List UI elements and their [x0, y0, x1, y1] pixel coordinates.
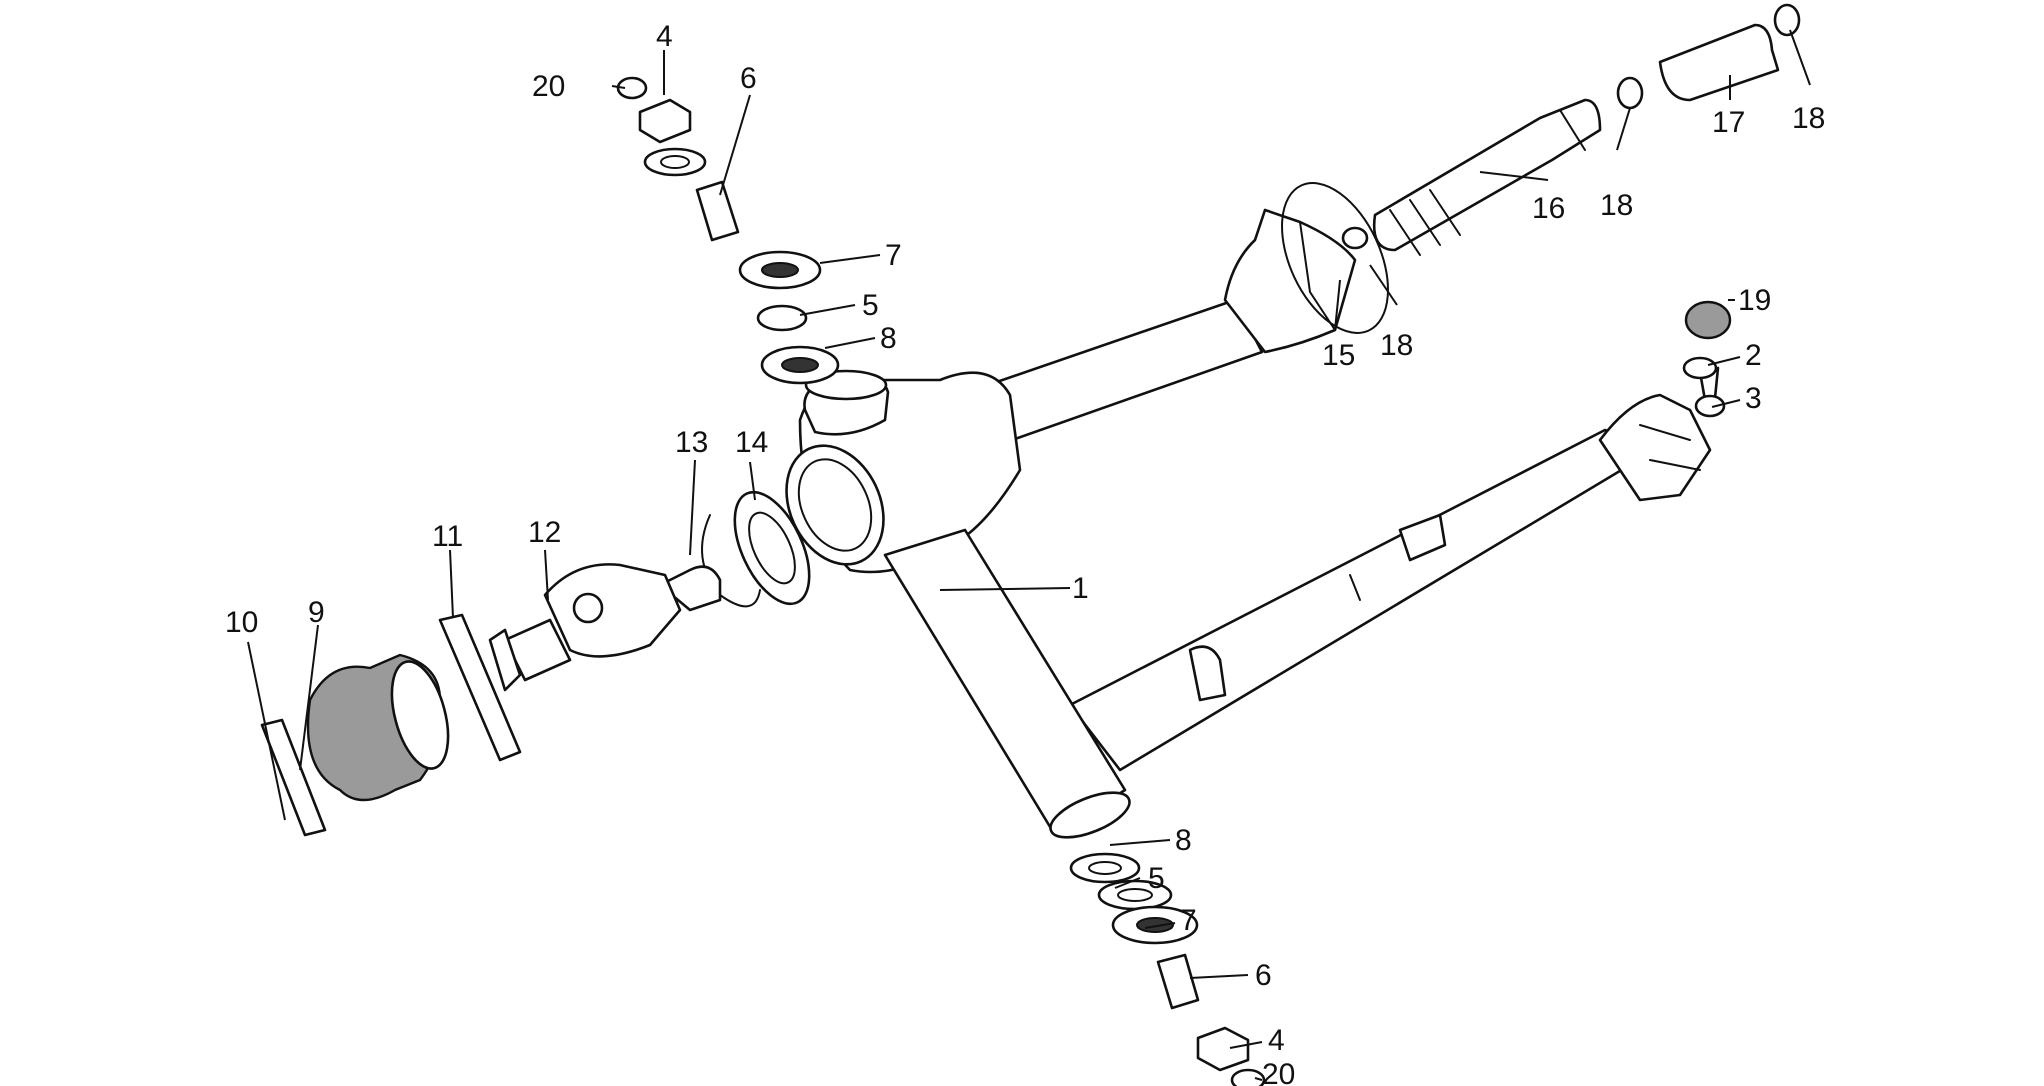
callout-18-c: 18 — [1792, 102, 1825, 135]
callout-19: 19 — [1738, 284, 1771, 317]
callout-7-top: 7 — [885, 239, 902, 272]
leader-lines — [247, 29, 1811, 1081]
callout-18-a: 18 — [1380, 329, 1413, 362]
callout-7-bottom: 7 — [1180, 904, 1197, 937]
upper-pivot-stack — [616, 76, 840, 385]
callout-8-top: 8 — [880, 322, 897, 355]
callout-2: 2 — [1745, 339, 1762, 372]
callout-5-top: 5 — [862, 289, 879, 322]
callout-labels: 1 2 3 4 4 5 5 6 6 7 7 8 8 9 10 11 12 13 … — [225, 20, 1825, 1086]
callout-10: 10 — [225, 606, 258, 639]
rear-end-fasteners — [1682, 300, 1732, 418]
callout-15: 15 — [1322, 339, 1355, 372]
callout-16: 16 — [1532, 192, 1565, 225]
callout-3: 3 — [1745, 382, 1762, 415]
callout-18-b: 18 — [1600, 189, 1633, 222]
drive-shaft-assembly — [260, 490, 811, 837]
callout-8-bottom: 8 — [1175, 824, 1192, 857]
callout-12: 12 — [528, 516, 561, 549]
lower-pivot-stack — [1069, 852, 1266, 1086]
callout-4-top: 4 — [656, 20, 673, 53]
callout-20-bottom: 20 — [1262, 1058, 1295, 1086]
callout-6-bottom: 6 — [1255, 959, 1272, 992]
callout-17: 17 — [1712, 106, 1745, 139]
callout-14: 14 — [735, 426, 768, 459]
swing-arm-frame — [785, 208, 1712, 839]
callout-4-bottom: 4 — [1268, 1024, 1285, 1057]
callout-11: 11 — [432, 520, 463, 553]
callout-6-top: 6 — [740, 62, 757, 95]
callout-13: 13 — [675, 426, 708, 459]
callout-20-top: 20 — [532, 70, 565, 103]
callout-5-bottom: 5 — [1148, 862, 1165, 895]
callout-1: 1 — [1072, 572, 1089, 605]
callout-9: 9 — [308, 596, 325, 629]
rear-shaft-assembly — [1281, 3, 1801, 334]
